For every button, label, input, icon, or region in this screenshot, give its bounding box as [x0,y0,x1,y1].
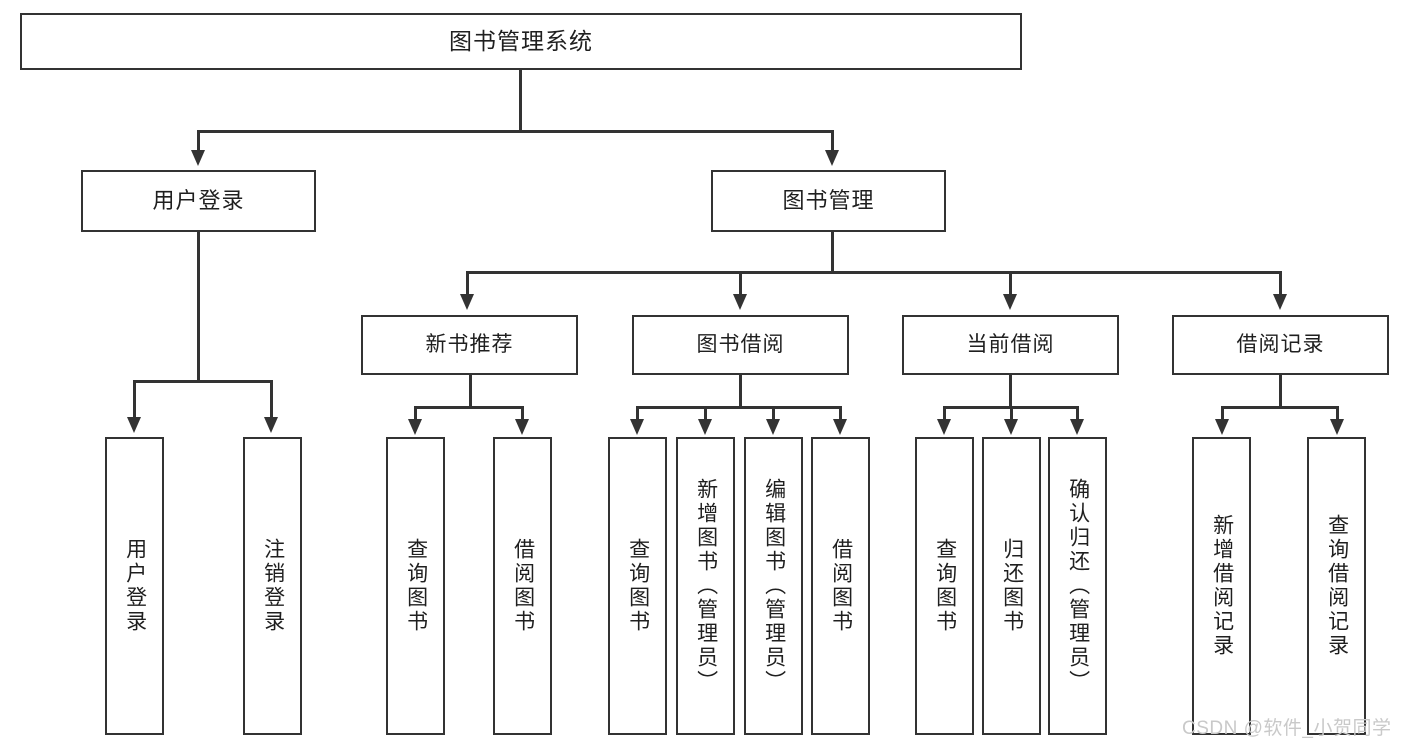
leaf-query-book-borrow[interactable]: 查询图书 [608,437,667,735]
connector-book-borrow-leaf-4 [839,406,842,422]
arrowhead-user-login [191,150,205,166]
leaf-logout[interactable]: 注销登录 [243,437,302,735]
leaf-label: 确认归还（管理员） [1066,478,1090,694]
leaf-label: 查询图书 [626,538,650,634]
connector-root-to-book-mgmt [831,130,834,154]
connector-current-borrow-leaf-3 [1076,406,1079,422]
connector-borrow-records-bus [1221,406,1338,409]
arrowhead-leaf-add-record [1215,419,1229,435]
connector-user-login-leaf-1 [133,380,136,420]
leaf-add-borrow-record[interactable]: 新增借阅记录 [1192,437,1251,735]
leaf-label: 查询借阅记录 [1325,514,1349,658]
node-label: 用户登录 [152,188,245,214]
leaf-label: 注销登录 [261,538,285,634]
leaf-label: 新增图书（管理员） [694,478,718,694]
leaf-label: 借阅图书 [511,538,535,634]
leaf-confirm-return-admin[interactable]: 确认归还（管理员） [1048,437,1107,735]
arrowhead-leaf-borrow-book-2 [833,419,847,435]
leaf-borrow-book-recommend[interactable]: 借阅图书 [493,437,552,735]
connector-borrow-records-leaf-1 [1221,406,1224,422]
connector-current-borrow-leaf-2 [1010,406,1013,422]
arrowhead-leaf-borrow-book-1 [515,419,529,435]
connector-book-borrow-leaf-2 [704,406,707,422]
leaf-label: 查询图书 [933,538,957,634]
node-current-borrow[interactable]: 当前借阅 [902,315,1119,375]
connector-to-current-borrow [1009,271,1012,297]
connector-current-borrow-leaf-1 [943,406,946,422]
node-new-book-recommend[interactable]: 新书推荐 [361,315,578,375]
arrowhead-current-borrow [1003,294,1017,310]
arrowhead-leaf-confirm-return [1070,419,1084,435]
connector-current-borrow-stem [1009,375,1012,408]
arrowhead-leaf-query-book-2 [630,419,644,435]
connector-book-borrow-bus [636,406,841,409]
connector-book-borrow-leaf-1 [636,406,639,422]
connector-book-mgmt-stem [831,232,834,273]
connector-new-book-leaf-1 [414,406,417,422]
connector-root-stem [519,70,522,132]
connector-to-borrow-records [1279,271,1282,297]
leaf-edit-book-admin[interactable]: 编辑图书（管理员） [744,437,803,735]
connector-user-login-leaf-2 [270,380,273,420]
arrowhead-leaf-query-book-3 [937,419,951,435]
connector-book-borrow-stem [739,375,742,408]
connector-user-login-bus [133,380,272,383]
leaf-query-book-current[interactable]: 查询图书 [915,437,974,735]
leaf-label: 归还图书 [1000,538,1024,634]
connector-to-new-book [466,271,469,297]
node-book-management[interactable]: 图书管理 [711,170,946,232]
leaf-label: 查询图书 [404,538,428,634]
arrowhead-leaf-edit-book [766,419,780,435]
connector-root-bus [197,130,833,133]
leaf-query-borrow-record[interactable]: 查询借阅记录 [1307,437,1366,735]
leaf-return-book[interactable]: 归还图书 [982,437,1041,735]
node-root-system[interactable]: 图书管理系统 [20,13,1022,70]
arrowhead-book-borrow [733,294,747,310]
arrowhead-leaf-query-book-1 [408,419,422,435]
connector-user-login-stem [197,232,200,382]
connector-borrow-records-leaf-2 [1336,406,1339,422]
node-label: 当前借阅 [966,332,1055,356]
node-book-borrow[interactable]: 图书借阅 [632,315,849,375]
leaf-label: 用户登录 [123,538,147,634]
connector-to-book-borrow [739,271,742,297]
leaf-label: 新增借阅记录 [1210,514,1234,658]
leaf-add-book-admin[interactable]: 新增图书（管理员） [676,437,735,735]
arrowhead-book-mgmt [825,150,839,166]
connector-book-borrow-leaf-3 [772,406,775,422]
arrowhead-leaf-user-login [127,417,141,433]
connector-new-book-stem [469,375,472,408]
connector-new-book-leaf-2 [521,406,524,422]
leaf-label: 借阅图书 [829,538,853,634]
arrowhead-borrow-records [1273,294,1287,310]
leaf-label: 编辑图书（管理员） [762,478,786,694]
arrowhead-new-book-recommend [460,294,474,310]
node-borrow-records[interactable]: 借阅记录 [1172,315,1389,375]
node-label: 图书管理 [782,188,875,214]
node-label: 图书管理系统 [449,28,593,55]
connector-borrow-records-stem [1279,375,1282,408]
arrowhead-leaf-return-book [1004,419,1018,435]
connector-new-book-bus [414,406,523,409]
connector-root-to-user-login [197,130,200,154]
leaf-query-book-recommend[interactable]: 查询图书 [386,437,445,735]
arrowhead-leaf-add-book [698,419,712,435]
node-user-login[interactable]: 用户登录 [81,170,316,232]
arrowhead-leaf-query-record [1330,419,1344,435]
leaf-user-login[interactable]: 用户登录 [105,437,164,735]
arrowhead-leaf-logout [264,417,278,433]
connector-book-mgmt-bus [466,271,1281,274]
node-label: 新书推荐 [425,332,514,356]
leaf-borrow-book[interactable]: 借阅图书 [811,437,870,735]
node-label: 图书借阅 [696,332,785,356]
node-label: 借阅记录 [1236,332,1325,356]
